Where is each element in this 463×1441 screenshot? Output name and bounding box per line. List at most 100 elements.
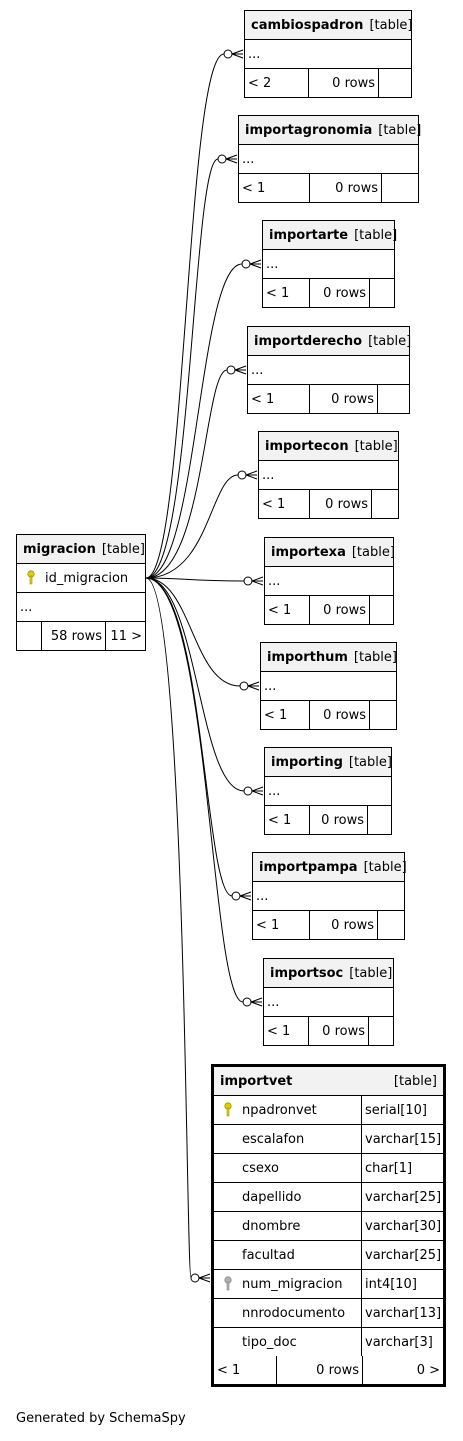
parents-count[interactable]: < 1 xyxy=(242,180,266,196)
row-count: 0 rows xyxy=(309,174,381,202)
table-header[interactable]: importderecho[table] xyxy=(248,327,411,356)
table-header[interactable]: importarte[table] xyxy=(263,221,397,250)
table-footer: < 2 0 rows xyxy=(245,69,411,97)
table-header[interactable]: importpampa [table] xyxy=(253,853,407,882)
children-count: 0 > xyxy=(362,1356,443,1384)
table-header[interactable]: importvet [table] xyxy=(214,1067,443,1096)
relationship-line xyxy=(145,369,228,579)
table-type-label: [table] xyxy=(354,438,398,454)
parents-count[interactable]: < 1 xyxy=(262,496,286,512)
optional-marker-icon xyxy=(243,786,253,796)
column-name: npadronvet xyxy=(242,1102,317,1118)
table-type-label: [table] xyxy=(363,859,407,875)
children-count xyxy=(368,1017,393,1045)
table-name: importvet xyxy=(220,1073,293,1089)
table-footer: 58 rows 11 > xyxy=(17,622,145,650)
optional-marker-icon xyxy=(226,365,236,375)
parents-count[interactable]: < 1 xyxy=(264,707,288,723)
parents-count[interactable]: < 1 xyxy=(268,602,292,618)
crowfoot-marker-icon xyxy=(225,154,238,164)
table-name: importpampa xyxy=(259,859,358,875)
table-footer: < 1 0 rows xyxy=(248,385,409,413)
relationship-line xyxy=(145,53,225,579)
optional-marker-icon xyxy=(239,681,249,691)
crowfoot-marker-icon xyxy=(247,681,260,691)
table-type-label: [table] xyxy=(349,965,393,981)
no-key-icon xyxy=(214,1299,242,1327)
column-name: escalafon xyxy=(242,1131,305,1147)
no-key-icon xyxy=(214,1212,242,1240)
children-count[interactable]: 11 > xyxy=(105,622,145,650)
more-columns: ... xyxy=(265,777,391,806)
more-columns: ... xyxy=(261,672,396,701)
table-header[interactable]: importagronomia[table] xyxy=(239,116,421,145)
column-name: dapellido xyxy=(242,1189,302,1205)
parents-count[interactable]: < 1 xyxy=(267,1023,291,1039)
relationship-line xyxy=(145,577,241,687)
row-count: 0 rows xyxy=(308,69,378,97)
crowfoot-marker-icon xyxy=(198,1273,211,1283)
children-count xyxy=(381,174,418,202)
crowfoot-marker-icon xyxy=(251,576,264,586)
row-count: 0 rows xyxy=(309,385,377,413)
table-header[interactable]: importsoc[table] xyxy=(264,959,393,988)
parents-count[interactable]: < 1 xyxy=(217,1362,241,1378)
no-key-icon xyxy=(214,1241,242,1269)
children-count xyxy=(371,490,398,518)
parents-count[interactable]: < 1 xyxy=(268,812,292,828)
table-footer: < 1 0 rows xyxy=(265,596,393,624)
column-row[interactable]: id_migracion xyxy=(17,564,145,593)
column-type: varchar[13] xyxy=(361,1299,443,1327)
column-type: varchar[25] xyxy=(361,1241,443,1269)
table-header[interactable]: importecon[table] xyxy=(259,432,398,461)
column-type: int4[10] xyxy=(361,1270,443,1298)
parents-count[interactable]: < 2 xyxy=(248,75,272,91)
children-count xyxy=(377,911,404,939)
relationship-line xyxy=(145,577,244,1003)
ellipsis: ... xyxy=(20,599,33,615)
parents-count[interactable]: < 1 xyxy=(256,917,280,933)
table-migracion[interactable]: migracion [table] id_migracion ... 58 ro… xyxy=(16,534,146,651)
table-header[interactable]: cambiospadron[table] xyxy=(245,11,413,40)
no-key-icon xyxy=(214,1183,242,1211)
column-row[interactable]: npadronvet serial[10] xyxy=(214,1096,443,1125)
children-count xyxy=(378,69,411,97)
children-count xyxy=(367,806,391,834)
optional-marker-icon xyxy=(241,259,251,269)
table-header[interactable]: importing[table] xyxy=(265,748,392,777)
column-name: id_migracion xyxy=(45,570,129,586)
primary-key-icon xyxy=(17,564,45,592)
parents-count[interactable]: < 1 xyxy=(266,285,290,301)
row-count: 0 rows xyxy=(309,596,369,624)
relationship-line xyxy=(145,474,239,579)
parents-count[interactable]: < 1 xyxy=(251,391,275,407)
table-header[interactable]: importexa[table] xyxy=(265,538,395,567)
table-name: cambiospadron xyxy=(251,17,364,33)
table-header[interactable]: importhum[table] xyxy=(261,643,397,672)
row-count: 0 rows xyxy=(309,911,377,939)
column-type: serial[10] xyxy=(361,1096,443,1124)
table-header[interactable]: migracion [table] xyxy=(17,535,145,564)
